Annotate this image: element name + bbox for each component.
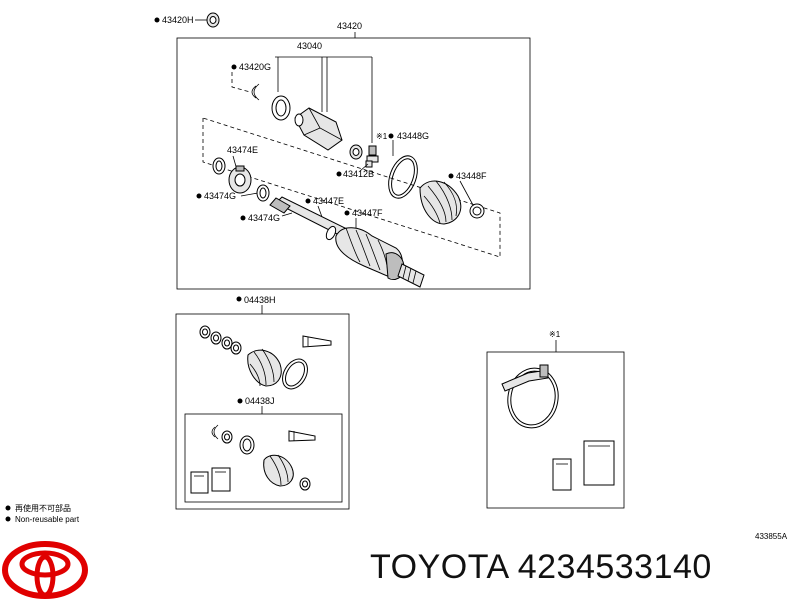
- note-mark: ※1: [376, 132, 388, 141]
- kit-boot-part: [247, 348, 282, 387]
- figure-code: 433855A: [755, 532, 788, 541]
- sub-assembly-dashed-box: [202, 117, 501, 258]
- callout-43412B: 43412B: [343, 169, 374, 179]
- toyota-logo-icon: [2, 541, 88, 599]
- main-assembly-frame: [176, 37, 531, 290]
- boot-subkit-frame: [184, 413, 343, 503]
- snap-ring-part: [251, 85, 257, 99]
- legend-non-reusable: Non-reusable part: [15, 515, 80, 524]
- legend-bullet: [5, 516, 11, 522]
- outer-cv-joint-part: [335, 227, 425, 288]
- legend-bullet: [5, 505, 11, 511]
- brand-part-number-caption: TOYOTA 4234533140: [370, 548, 712, 586]
- clamp-band-part: [501, 364, 559, 429]
- legend-reusable: 再使用不可部品: [15, 503, 71, 513]
- callout-43474G-a: 43474G: [204, 191, 236, 201]
- callout-43420G: 43420G: [239, 62, 271, 72]
- instruction-sheets-part: [190, 467, 231, 494]
- callout-04438J: 04438J: [245, 396, 275, 406]
- callout-43420: 43420: [337, 21, 362, 31]
- clamp-kit-frame: [486, 351, 625, 509]
- callout-43040: 43040: [297, 41, 322, 51]
- kit-rings-part: [199, 325, 242, 355]
- callout-43420H: 43420H: [162, 15, 194, 25]
- callout-04438H: 04438H: [244, 295, 276, 305]
- note-ref-label: ※1: [549, 330, 561, 339]
- large-boot-part: [419, 180, 462, 225]
- tripod-part: [228, 165, 252, 194]
- clamp-kit-sheets-part: [552, 440, 615, 491]
- outer-joint-part: [294, 107, 343, 151]
- nipple-part: [368, 145, 377, 156]
- callout-43474G-b: 43474G: [248, 213, 280, 223]
- subkit-boot-part: [263, 454, 311, 491]
- subkit-grease-tube-part: [288, 430, 316, 442]
- bullet-dot: [154, 17, 160, 23]
- callout-43447F: 43447F: [352, 208, 383, 218]
- boot-kit-frame: [175, 313, 350, 510]
- callout-43448G: 43448G: [397, 131, 429, 141]
- callout-43448F: 43448F: [456, 171, 487, 181]
- callout-43474E: 43474E: [227, 145, 258, 155]
- grease-tube-part: [302, 335, 332, 348]
- callout-43447E: 43447E: [313, 196, 344, 206]
- subkit-snap-ring-part: [211, 426, 216, 438]
